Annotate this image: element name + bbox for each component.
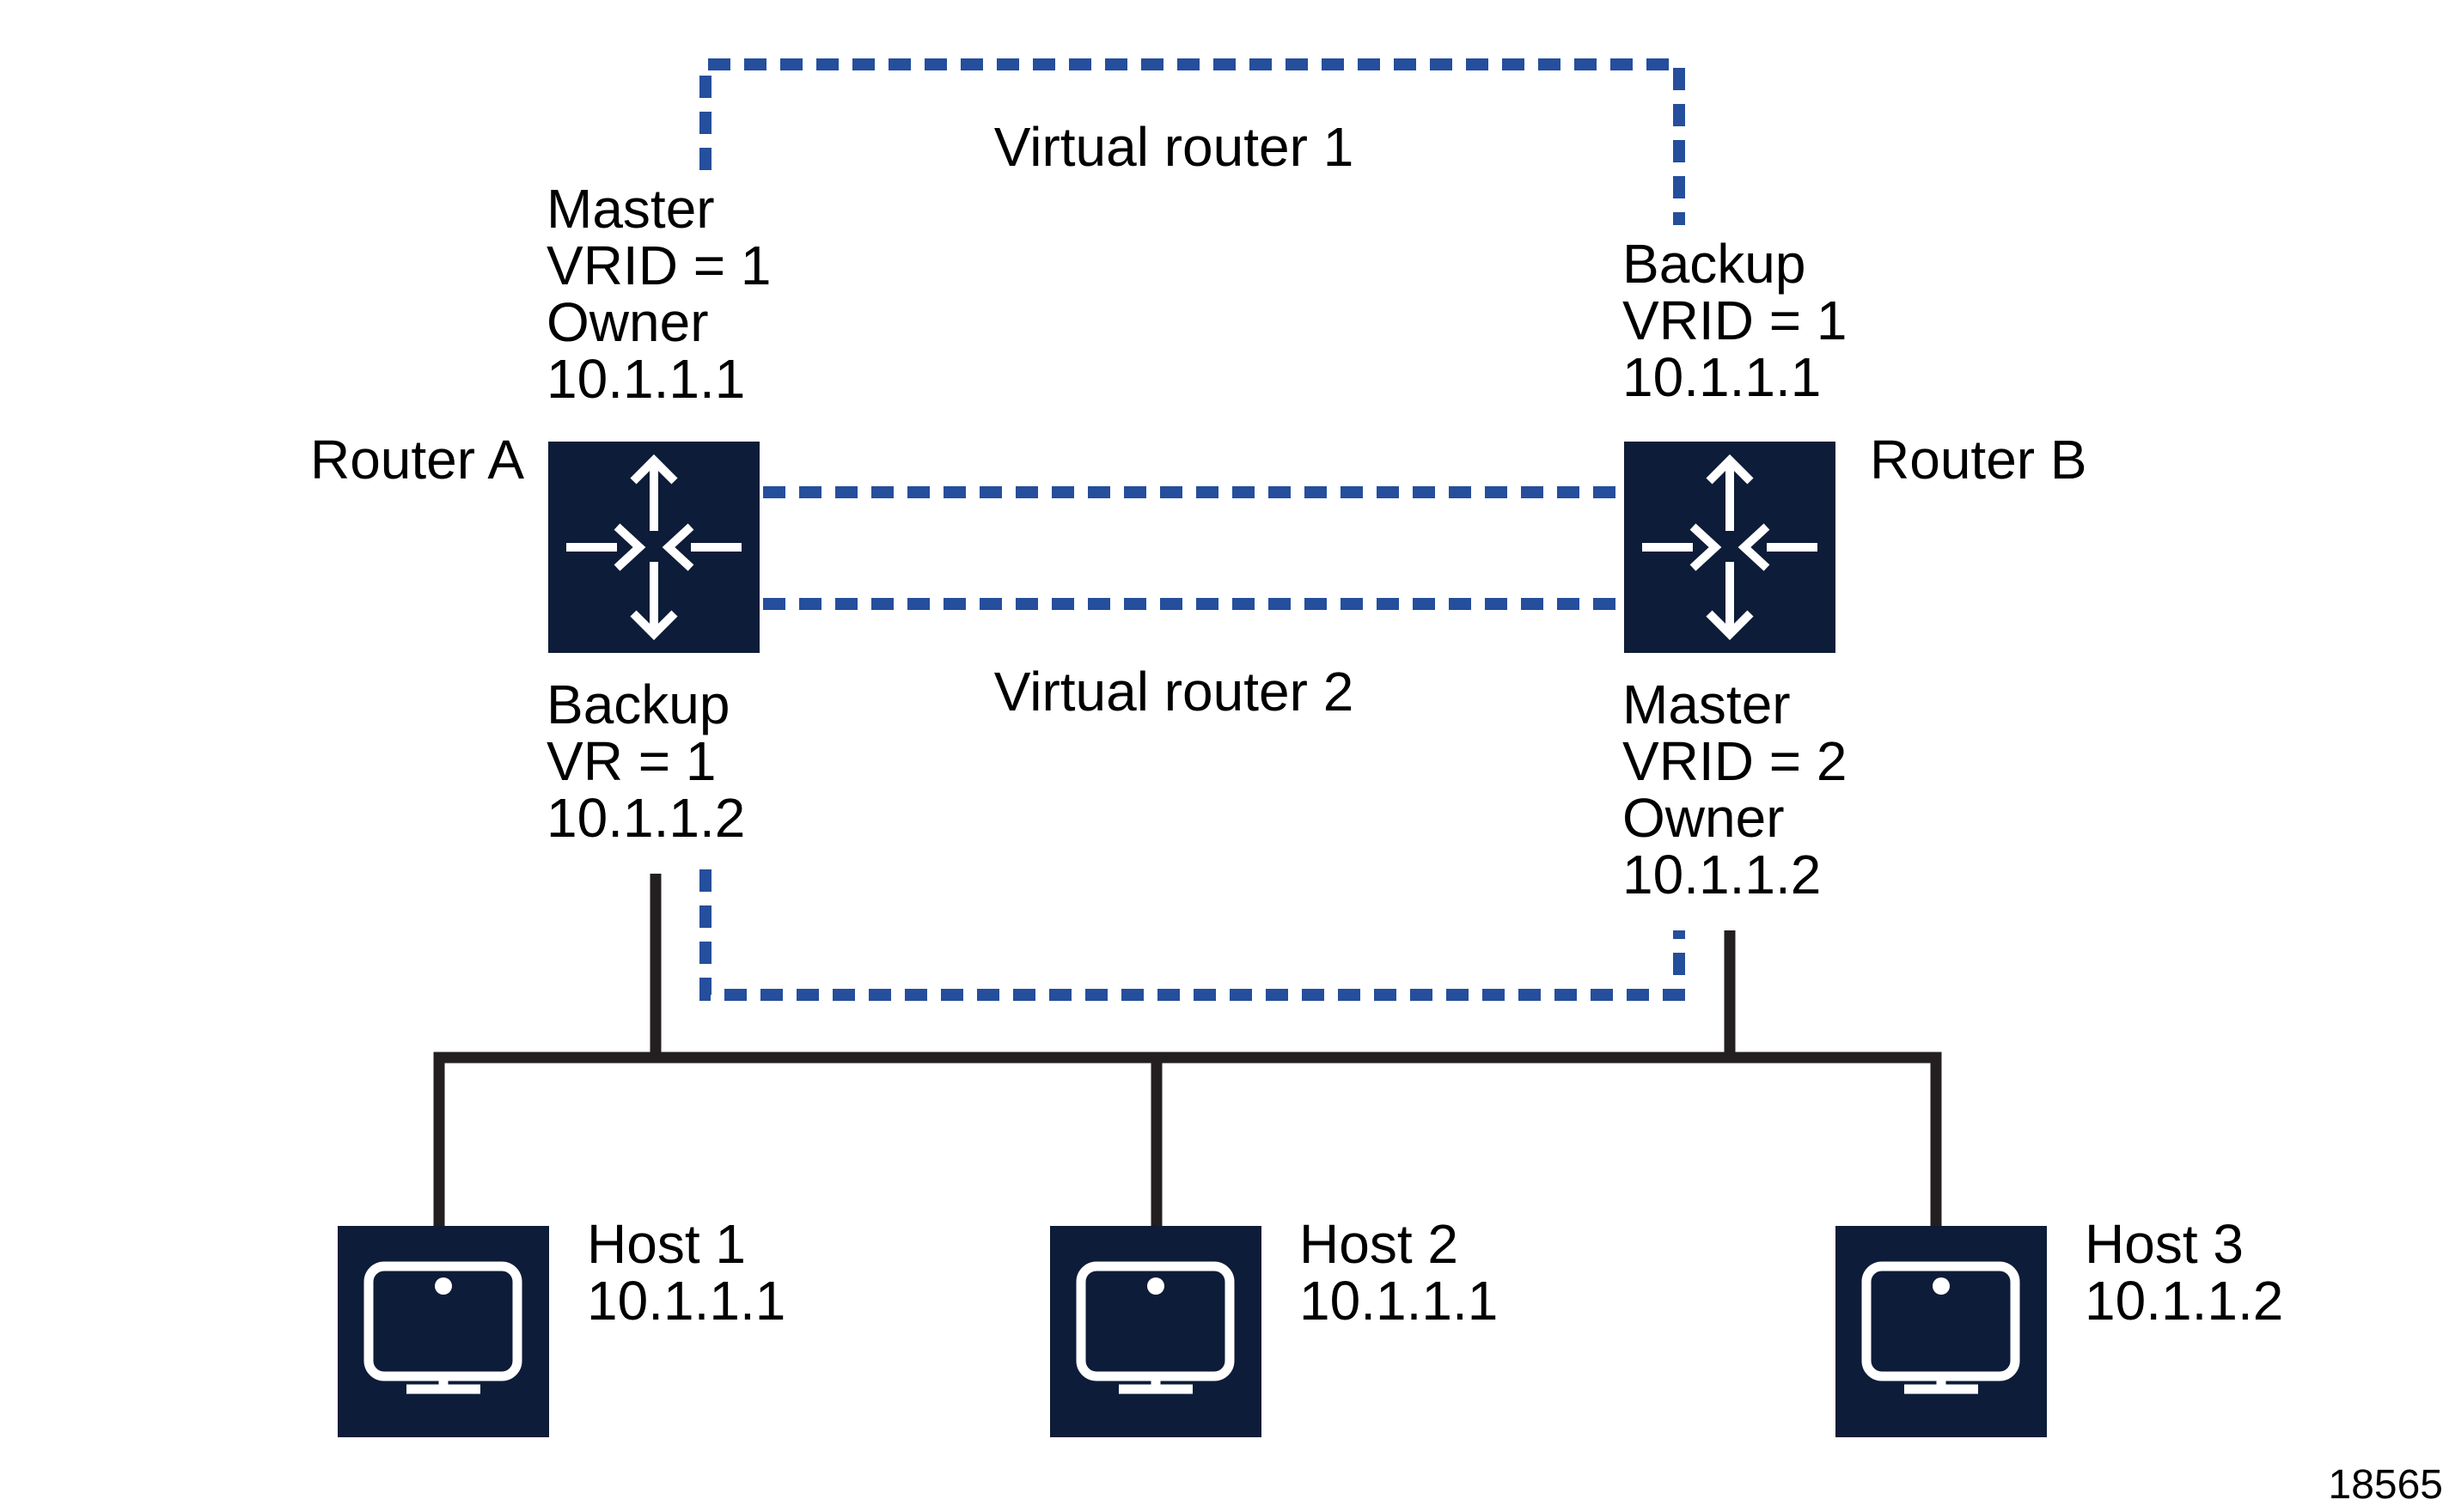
host-2-node [1050, 1226, 1261, 1437]
text-line: Backup [547, 674, 730, 735]
figure-number: 18565 [2328, 1462, 2443, 1508]
text-line: Master [1622, 674, 1791, 735]
text-line: VRID = 1 [1622, 290, 1847, 351]
virtual-router-2-loop-dashed-line [699, 869, 1685, 1001]
host-monitor-icon [1050, 1226, 1261, 1437]
router-icon [548, 442, 760, 653]
router-b-name-label: Router B [1870, 429, 2087, 491]
router-icon [1624, 442, 1835, 653]
host-name: Host 3 [2085, 1213, 2244, 1275]
text-line: 10.1.1.2 [547, 787, 746, 849]
text-line: Owner [1622, 787, 1785, 849]
text-line: 10.1.1.2 [1622, 844, 1822, 905]
host-2-label: Host 2 10.1.1.1 [1299, 1216, 1498, 1329]
host-name: Host 2 [1299, 1213, 1458, 1275]
text-line: 10.1.1.1 [547, 348, 746, 410]
host-monitor-icon [1835, 1226, 2047, 1437]
virtual-router-2-label: Virtual router 2 [993, 661, 1354, 722]
text-line: VRID = 2 [1622, 730, 1847, 792]
text-line: VR = 1 [547, 730, 717, 792]
router-a-vr1-role-label: Master VRID = 1 Owner 10.1.1.1 [547, 180, 771, 407]
host-ip: 10.1.1.1 [587, 1270, 786, 1332]
host-name: Host 1 [587, 1213, 746, 1275]
text-line: 10.1.1.1 [1622, 346, 1822, 408]
lan-bus-line [433, 1052, 1942, 1226]
host-3-label: Host 3 10.1.1.2 [2085, 1216, 2283, 1329]
host-monitor-icon [338, 1226, 549, 1437]
router-a-vr2-role-label: Backup VR = 1 10.1.1.2 [547, 676, 745, 846]
virtual-router-1-label: Virtual router 1 [993, 116, 1354, 178]
host-1-label: Host 1 10.1.1.1 [587, 1216, 785, 1329]
text-line: Backup [1622, 233, 1806, 295]
host-ip: 10.1.1.2 [2085, 1270, 2284, 1332]
host-1-node [338, 1226, 549, 1437]
host-ip: 10.1.1.1 [1299, 1270, 1499, 1332]
router-b-vr2-role-label: Master VRID = 2 Owner 10.1.1.2 [1622, 676, 1847, 903]
router-b-vr1-role-label: Backup VRID = 1 10.1.1.1 [1622, 235, 1847, 405]
virtual-router-1-loop-dashed-line [699, 58, 1685, 225]
text-line: Master [547, 178, 715, 240]
host-3-node [1835, 1226, 2047, 1437]
router-a-name-label: Router A [309, 429, 524, 491]
text-line: VRID = 1 [547, 235, 772, 296]
router-a-node [548, 442, 760, 653]
text-line: Owner [547, 291, 709, 353]
router-b-node [1624, 442, 1835, 653]
